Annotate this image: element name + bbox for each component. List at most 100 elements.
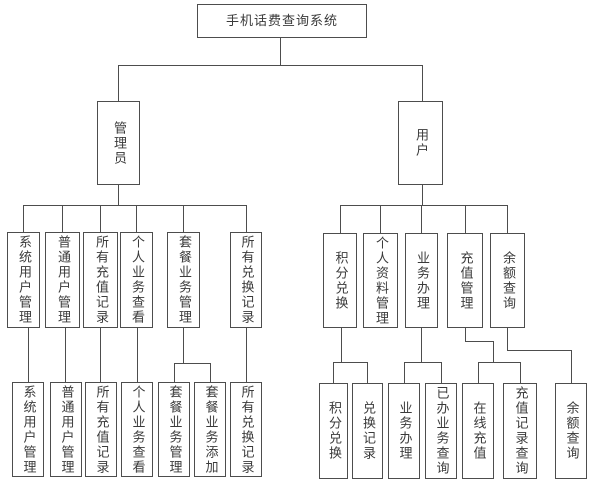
node-normal-user-mgmt-label: 普通用户管理 (55, 235, 70, 325)
connector (183, 205, 184, 232)
connector (507, 328, 508, 350)
connector (28, 328, 29, 382)
connector (333, 362, 334, 383)
connector (210, 363, 211, 382)
connector (100, 205, 101, 232)
leaf-points-exchange: 积分兑换 (319, 383, 348, 479)
node-all-exchange-records: 所有兑换记录 (230, 232, 262, 328)
connector (137, 328, 138, 382)
node-all-exchange-records-label: 所有兑换记录 (238, 235, 254, 325)
connector (246, 328, 247, 382)
connector (507, 205, 508, 233)
leaf-biz-handling-label: 业务办理 (396, 401, 412, 461)
leaf-normal-user-mgmt-label: 普通用户管理 (58, 384, 74, 475)
leaf-all-exchange-records-label: 所有兑换记录 (238, 384, 254, 475)
node-user: 用户 (398, 101, 443, 185)
connector (118, 65, 423, 66)
connector (333, 362, 368, 363)
node-balance-query-label: 余额查询 (500, 250, 515, 311)
connector (280, 38, 281, 65)
connector (493, 341, 494, 362)
node-biz-handling: 业务办理 (405, 233, 438, 328)
node-normal-user-mgmt: 普通用户管理 (45, 232, 80, 328)
node-balance-query: 余额查询 (490, 233, 525, 328)
node-personal-data-mgmt: 个人资料管理 (363, 233, 398, 328)
node-package-biz-mgmt: 套餐业务管理 (167, 232, 200, 328)
leaf-recharge-records-query-label: 充值记录查询 (512, 386, 528, 476)
node-package-biz-mgmt-label: 套餐业务管理 (176, 235, 191, 325)
node-personal-data-mgmt-label: 个人资料管理 (373, 235, 388, 326)
node-system-user-mgmt-label: 系统用户管理 (16, 235, 31, 325)
leaf-balance-query-label: 余额查询 (563, 401, 579, 461)
connector (465, 205, 466, 233)
node-all-recharge-records: 所有充值记录 (83, 232, 118, 328)
leaf-system-user-mgmt-label: 系统用户管理 (20, 384, 36, 475)
leaf-biz-handling: 业务办理 (388, 383, 420, 479)
node-personal-biz-view-label: 个人业务查看 (129, 235, 144, 325)
connector (507, 350, 571, 351)
connector (380, 205, 381, 233)
connector (341, 328, 342, 362)
leaf-done-biz-query: 已办业务查询 (425, 383, 457, 479)
node-recharge-mgmt-label: 充值管理 (457, 250, 473, 311)
connector (136, 205, 137, 232)
node-points-exchange-label: 积分兑换 (332, 250, 348, 311)
connector (465, 341, 493, 342)
connector (340, 205, 341, 233)
connector (174, 363, 175, 382)
connector (441, 362, 442, 383)
node-all-recharge-records-label: 所有充值记录 (93, 235, 108, 325)
connector (65, 328, 66, 382)
node-admin-label: 管理员 (111, 120, 126, 166)
connector (422, 65, 423, 101)
connector (422, 185, 423, 205)
connector (367, 362, 368, 383)
connector (478, 362, 520, 363)
leaf-normal-user-mgmt: 普通用户管理 (50, 382, 82, 477)
connector (23, 205, 24, 232)
connector (118, 185, 119, 205)
connector (23, 205, 247, 206)
leaf-package-biz-mgmt-label: 套餐业务管理 (166, 384, 182, 475)
node-biz-handling-label: 业务办理 (414, 250, 429, 311)
leaf-system-user-mgmt: 系统用户管理 (12, 382, 44, 477)
connector (404, 362, 405, 383)
leaf-online-recharge: 在线充值 (462, 383, 494, 479)
leaf-exchange-records-label: 兑换记录 (360, 401, 375, 461)
node-points-exchange: 积分兑换 (323, 233, 357, 328)
node-admin: 管理员 (97, 101, 140, 185)
node-root: 手机话费查询系统 (197, 4, 367, 38)
leaf-balance-query: 余额查询 (555, 383, 587, 479)
leaf-recharge-records-query: 充值记录查询 (503, 383, 537, 479)
connector (62, 205, 63, 232)
connector (183, 328, 184, 363)
leaf-personal-biz-view: 个人业务查看 (121, 382, 153, 477)
connector (478, 362, 479, 383)
connector (421, 205, 422, 233)
connector (571, 350, 572, 383)
leaf-all-recharge-records-label: 所有充值记录 (93, 384, 109, 475)
node-personal-biz-view: 个人业务查看 (120, 232, 153, 328)
leaf-online-recharge-label: 在线充值 (470, 401, 486, 461)
leaf-all-recharge-records: 所有充值记录 (85, 382, 117, 477)
node-root-label: 手机话费查询系统 (225, 13, 338, 29)
leaf-package-biz-add-label: 套餐业务添加 (202, 384, 218, 475)
connector (340, 205, 508, 206)
connector (246, 205, 247, 232)
node-recharge-mgmt: 充值管理 (447, 233, 483, 328)
connector (465, 328, 466, 341)
connector (100, 328, 101, 382)
leaf-exchange-records: 兑换记录 (352, 383, 383, 479)
connector (118, 65, 119, 101)
connector (174, 363, 210, 364)
node-system-user-mgmt: 系统用户管理 (7, 232, 40, 328)
leaf-package-biz-mgmt: 套餐业务管理 (158, 382, 190, 477)
leaf-package-biz-add: 套餐业务添加 (194, 382, 226, 477)
connector (520, 362, 521, 383)
node-user-label: 用户 (413, 128, 428, 158)
connector (404, 362, 441, 363)
leaf-points-exchange-label: 积分兑换 (326, 401, 341, 461)
connector (421, 328, 422, 362)
leaf-personal-biz-view-label: 个人业务查看 (129, 384, 145, 475)
